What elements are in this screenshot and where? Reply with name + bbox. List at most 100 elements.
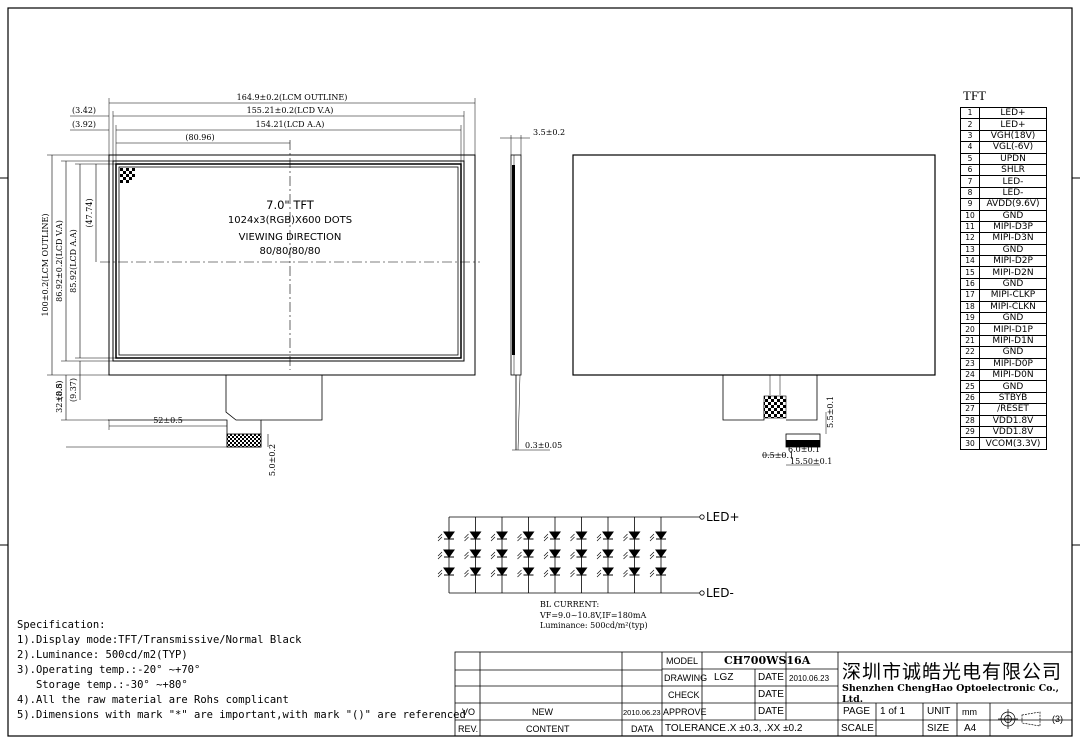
dim-offset-342: (3.42) bbox=[72, 106, 96, 115]
viewing-direction-label: VIEWING DIRECTION bbox=[239, 232, 342, 243]
pin-number: 23 bbox=[960, 357, 980, 371]
pin-table-title: TFT bbox=[963, 88, 987, 103]
pin-signal: GND bbox=[979, 346, 1047, 359]
led-diode bbox=[522, 549, 535, 558]
led-diode bbox=[575, 531, 588, 540]
back-view bbox=[572, 154, 936, 466]
pin-signal: MIPI-D2N bbox=[979, 266, 1047, 279]
pin-signal: AVDD(9.6V) bbox=[979, 198, 1047, 211]
led-emission-arrows bbox=[437, 551, 443, 560]
pin-number: 28 bbox=[960, 414, 980, 427]
tb-check-date-label: DATE bbox=[758, 689, 784, 700]
led-cathode-terminal bbox=[699, 590, 705, 596]
led-diode bbox=[469, 567, 482, 576]
led-emission-arrows bbox=[596, 569, 602, 578]
tb-check-label: CHECK bbox=[668, 690, 700, 700]
pin-signal: MIPI-D3P bbox=[979, 220, 1047, 234]
dim-lcd-va-height: 86.92±0.2(LCD V.A) bbox=[55, 220, 64, 302]
tb-data-label: DATA bbox=[631, 724, 654, 734]
led-emission-arrows bbox=[490, 551, 496, 560]
led-cathode-label: LED- bbox=[706, 586, 734, 600]
tb-size-value: A4 bbox=[964, 723, 977, 734]
led-emission-arrows bbox=[570, 569, 575, 578]
pin-signal: MIPI-D3N bbox=[979, 232, 1047, 245]
spec-line: 5).Dimensions with mark "*" are importan… bbox=[17, 709, 466, 721]
dim-offset-392: (3.92) bbox=[72, 120, 96, 129]
led-diode bbox=[496, 567, 508, 576]
led-emission-arrows bbox=[623, 551, 628, 560]
led-anode-terminal bbox=[699, 514, 705, 520]
led-emission-arrows bbox=[649, 569, 655, 578]
pin-number: 11 bbox=[960, 220, 980, 234]
tb-unit-value: mm bbox=[962, 707, 977, 717]
pin-number: 5 bbox=[960, 152, 980, 165]
pin-number: 2 bbox=[960, 118, 980, 131]
tb-scale-label: SCALE bbox=[841, 723, 874, 734]
dim-center-x: (80.96) bbox=[185, 133, 214, 142]
pin-signal: MIPI-D2P bbox=[979, 255, 1047, 268]
pin-number: 7 bbox=[960, 175, 980, 188]
tb-vo: VO bbox=[462, 707, 476, 717]
pin-number: 29 bbox=[960, 425, 980, 439]
pin-number: 16 bbox=[960, 277, 980, 291]
tb-model-value: CH700WS16A bbox=[724, 654, 811, 667]
tb-tolerance-value: .X ±0.3, .XX ±0.2 bbox=[727, 723, 803, 734]
dim-lcm-outline-height: 100±0.2(LCM OUTLINE) bbox=[41, 213, 50, 316]
led-emission-arrows bbox=[490, 569, 496, 578]
company-name-cn: 深圳市诚皓光电有限公司 bbox=[842, 661, 1063, 683]
pin-number: 26 bbox=[960, 391, 980, 405]
tb-drawing-value: LGZ bbox=[714, 672, 734, 683]
tb-new: NEW bbox=[532, 707, 553, 717]
pin-signal: LED+ bbox=[979, 106, 1047, 120]
tb-rev: REV. bbox=[458, 724, 479, 734]
dim-8-8: (8.8) bbox=[55, 381, 64, 400]
pin-signal: MIPI-D0N bbox=[979, 368, 1047, 382]
led-diode bbox=[655, 531, 667, 540]
dim-back-2: 15.50±0.1 bbox=[790, 457, 832, 466]
pin-number: 6 bbox=[960, 163, 980, 177]
led-diode bbox=[549, 567, 561, 576]
led-anode-label: LED+ bbox=[706, 510, 740, 524]
pin-number: 8 bbox=[960, 186, 980, 200]
dim-lcd-aa-height: 85.92(LCD A.A) bbox=[69, 229, 78, 293]
pin-number: 13 bbox=[960, 243, 980, 257]
dim-center-y: (47.74) bbox=[85, 198, 94, 227]
led-diode bbox=[575, 549, 588, 558]
led-diode bbox=[602, 531, 614, 540]
led-emission-arrows bbox=[517, 551, 522, 560]
company-name-en: Shenzhen ChengHao Optoelectronic Co., Lt… bbox=[842, 683, 1059, 705]
pin-signal: STBYB bbox=[979, 391, 1047, 405]
led-emission-arrows bbox=[464, 533, 469, 542]
dim-9-37: (9.37) bbox=[69, 378, 78, 402]
pin-signal: MIPI-D0P bbox=[979, 357, 1047, 371]
pin-number: 15 bbox=[960, 266, 980, 279]
pin-signal: LED+ bbox=[979, 118, 1047, 131]
pin-number: 9 bbox=[960, 198, 980, 211]
led-emission-arrows bbox=[596, 551, 602, 560]
led-diode bbox=[443, 567, 455, 576]
fpc-contacts bbox=[226, 433, 262, 448]
pin-number: 14 bbox=[960, 255, 980, 268]
pin-signal: /RESET bbox=[979, 403, 1047, 416]
pin-number: 19 bbox=[960, 312, 980, 325]
pin-signal: MIPI-CLKN bbox=[979, 300, 1047, 314]
pin-number: 21 bbox=[960, 334, 980, 348]
led-emission-arrows bbox=[543, 533, 549, 542]
